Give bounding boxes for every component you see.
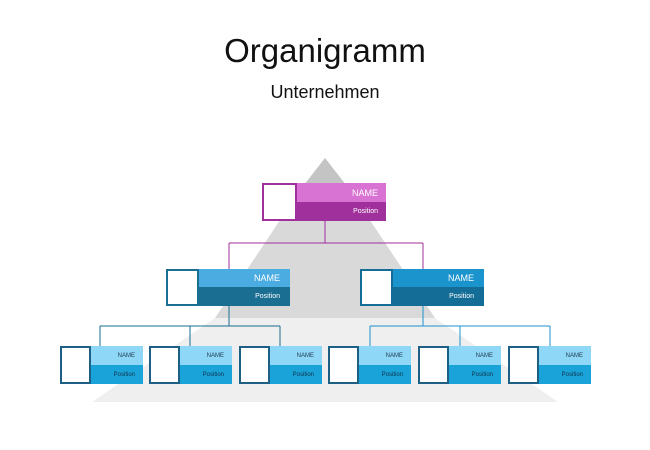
- card-name: NAME: [270, 346, 322, 365]
- org-card-manager-right[interactable]: NAME Position: [360, 269, 484, 306]
- avatar-placeholder: [166, 269, 199, 306]
- card-position: Position: [539, 365, 591, 384]
- card-name: NAME: [180, 346, 232, 365]
- avatar-placeholder: [360, 269, 393, 306]
- avatar-placeholder: [60, 346, 91, 384]
- card-name: NAME: [359, 346, 411, 365]
- card-position: Position: [199, 287, 290, 306]
- org-card-staff-3[interactable]: NAME Position: [239, 346, 322, 384]
- card-position: Position: [449, 365, 501, 384]
- avatar-placeholder: [328, 346, 359, 384]
- card-position: Position: [180, 365, 232, 384]
- org-card-staff-5[interactable]: NAME Position: [418, 346, 501, 384]
- connector-left-group: [99, 306, 281, 346]
- page-subtitle: Unternehmen: [270, 82, 380, 102]
- card-position: Position: [91, 365, 143, 384]
- page-title: Organigramm: [224, 32, 426, 69]
- org-card-staff-6[interactable]: NAME Position: [508, 346, 591, 384]
- avatar-placeholder: [239, 346, 270, 384]
- card-name: NAME: [449, 346, 501, 365]
- card-name: NAME: [297, 183, 386, 202]
- connector-level-1: [228, 221, 424, 269]
- card-position: Position: [297, 202, 386, 221]
- card-position: Position: [359, 365, 411, 384]
- pyramid-top-band: [300, 158, 350, 190]
- avatar-placeholder: [508, 346, 539, 384]
- avatar-placeholder: [262, 183, 297, 221]
- avatar-placeholder: [149, 346, 180, 384]
- card-position: Position: [393, 287, 484, 306]
- card-name: NAME: [91, 346, 143, 365]
- card-name: NAME: [539, 346, 591, 365]
- org-card-top[interactable]: NAME Position: [262, 183, 386, 221]
- card-name: NAME: [393, 269, 484, 287]
- org-card-staff-2[interactable]: NAME Position: [149, 346, 232, 384]
- org-card-staff-4[interactable]: NAME Position: [328, 346, 411, 384]
- org-card-manager-left[interactable]: NAME Position: [166, 269, 290, 306]
- card-name: NAME: [199, 269, 290, 287]
- org-card-staff-1[interactable]: NAME Position: [60, 346, 143, 384]
- connector-right-group: [369, 306, 551, 346]
- avatar-placeholder: [418, 346, 449, 384]
- card-position: Position: [270, 365, 322, 384]
